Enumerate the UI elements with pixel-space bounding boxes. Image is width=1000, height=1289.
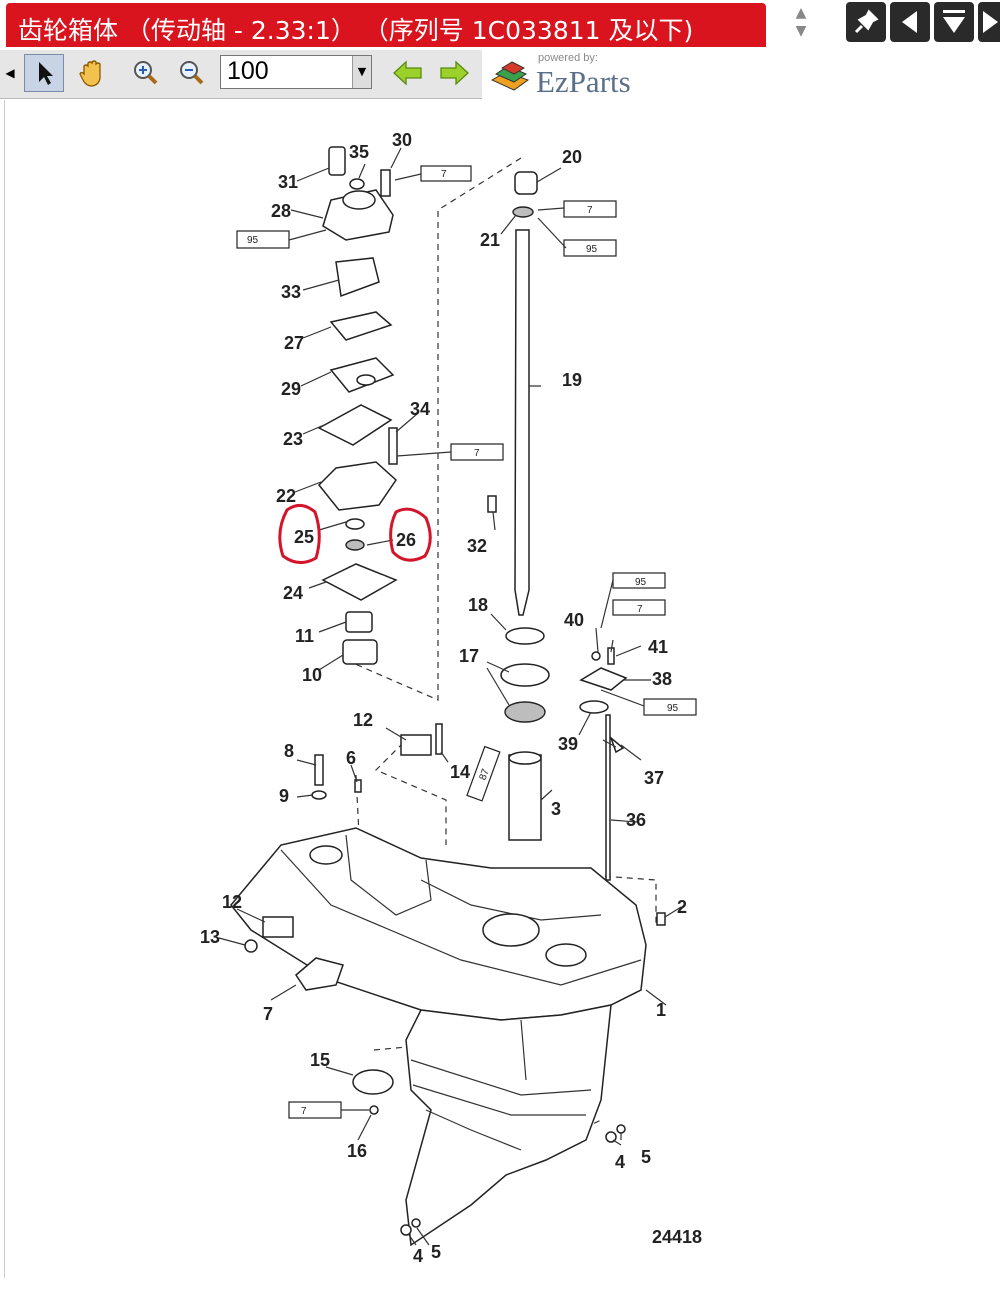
tube-label: 7 [587,205,593,216]
callout[interactable]: 8 [284,741,294,761]
zoom-level-value: 100 [227,57,269,85]
pump-base [317,461,397,511]
ezparts-box-icon [490,61,530,91]
tube-label: 95 [667,703,679,714]
callout[interactable]: 29 [281,379,301,399]
callout[interactable]: 15 [310,1050,330,1070]
tube-label: 87 [478,767,492,782]
callout[interactable]: 5 [431,1242,441,1262]
menu-down-icon[interactable] [934,2,974,42]
callout[interactable]: 19 [562,370,582,390]
callout[interactable]: 39 [558,734,578,754]
callout-labels: 1 2 3 4 4 5 5 6 7 8 9 10 11 12 12 13 14 … [200,130,702,1266]
callout[interactable]: 41 [648,637,668,657]
callout[interactable]: 20 [562,147,582,167]
callout[interactable]: 12 [222,892,242,912]
callout[interactable]: 18 [468,595,488,615]
title-bar: 齿轮箱体 （传动轴 - 2.33:1） （序列号 1C033811 及以下) [6,3,766,47]
callout[interactable]: 30 [392,130,412,150]
callout[interactable]: 21 [480,230,500,250]
gear-housing-lower [405,1004,612,1247]
callout-highlighted[interactable]: 25 [294,527,314,547]
water-pump-body [322,189,394,241]
callout-highlighted[interactable]: 26 [396,530,416,550]
callout[interactable]: 23 [283,429,303,449]
callout[interactable]: 33 [281,282,301,302]
select-pointer-icon[interactable] [24,54,64,92]
driveshaft [514,229,530,616]
pan-hand-icon[interactable] [72,54,112,92]
callout[interactable]: 40 [564,610,584,630]
callout[interactable]: 5 [641,1147,651,1167]
callout[interactable]: 6 [346,748,356,768]
toolbar: ◀ 100 ▼ [0,50,482,99]
callout[interactable]: 24 [283,583,303,603]
callout[interactable]: 13 [200,927,220,947]
callout[interactable]: 31 [278,172,298,192]
callout[interactable]: 28 [271,201,291,221]
callout[interactable]: 34 [410,399,430,419]
callout[interactable]: 17 [459,646,479,666]
tube-label: 7 [301,1106,307,1117]
forward-arrow-icon[interactable] [434,54,474,92]
zoom-in-icon[interactable] [126,54,166,92]
highlight-circle-25 [278,504,321,564]
callout[interactable]: 3 [551,799,561,819]
zoom-out-icon[interactable] [172,54,212,92]
callout[interactable]: 10 [302,665,322,685]
callout[interactable]: 4 [615,1152,625,1172]
callout[interactable]: 38 [652,669,672,689]
tube-label: 7 [441,169,447,180]
zoom-level-select[interactable]: 100 ▼ [220,55,372,89]
callout[interactable]: 16 [347,1141,367,1161]
impeller [335,257,380,298]
toolbar-scroll-left-icon[interactable]: ◀ [5,66,15,80]
page-title: 齿轮箱体 （传动轴 - 2.33:1） （序列号 1C033811 及以下) [18,16,694,45]
callout[interactable]: 1 [656,1000,666,1020]
callout[interactable]: 11 [295,626,314,646]
callout[interactable]: 37 [644,768,664,788]
back-arrow-icon[interactable] [388,54,428,92]
tube-label: 95 [635,577,647,588]
callout[interactable]: 36 [626,810,646,830]
pin-icon[interactable] [846,2,886,42]
callout[interactable]: 22 [276,486,296,506]
ezparts-logo: powered by: EzParts [488,52,668,99]
tube-label: 95 [247,235,259,246]
callout[interactable]: 14 [450,762,470,782]
next-icon[interactable] [978,2,1000,42]
callout[interactable]: 2 [677,897,687,917]
ezparts-brand-name: EzParts [536,64,631,99]
callout[interactable]: 12 [353,710,373,730]
callout[interactable]: 4 [413,1246,423,1266]
tube-label: 95 [586,244,598,255]
callout[interactable]: 27 [284,333,304,353]
powered-by-label: powered by: [538,52,598,64]
prev-icon[interactable] [890,2,930,42]
drawing-number: 24418 [652,1227,702,1247]
callout[interactable]: 32 [467,536,487,556]
parts-diagram[interactable]: 7 95 7 95 7 95 7 87 95 7 1 2 3 4 4 5 5 6… [4,100,999,1278]
callout[interactable]: 35 [349,142,369,162]
highlight-circle-26 [389,507,432,562]
callout[interactable]: 7 [263,1004,273,1024]
chevron-down-icon[interactable]: ▼ [352,56,371,88]
callout[interactable]: 9 [279,786,289,806]
tube-label: 7 [474,448,480,459]
title-scroll-arrows[interactable]: ▲▼ [795,5,807,39]
tube-label: 7 [637,604,643,615]
